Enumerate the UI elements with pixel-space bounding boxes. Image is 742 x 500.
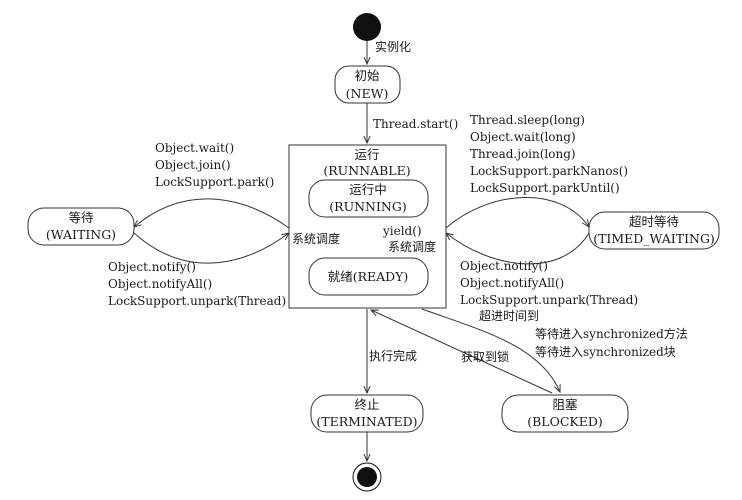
label-from-waiting-2: Object.notifyAll() — [108, 277, 212, 291]
node-timed-waiting: 超时等待 (TIMED_WAITING) — [588, 211, 720, 250]
label-to-blocked-1: 等待进入synchronized方法 — [535, 326, 688, 341]
label-from-timed-waiting-3: LockSupport.unpark(Thread) — [460, 293, 638, 307]
node-timed-waiting-line2: (TIMED_WAITING) — [593, 231, 715, 246]
label-to-timed-waiting-1: Thread.sleep(long) — [470, 113, 585, 127]
label-schedule-right: 系统调度 — [388, 239, 436, 254]
node-terminated: 终止 (TERMINATED) — [310, 394, 424, 433]
label-from-timed-waiting-2: Object.notifyAll() — [460, 276, 564, 290]
node-terminated-line1: 终止 — [354, 397, 379, 412]
label-to-waiting-1: Object.wait() — [155, 141, 234, 155]
node-waiting-line2: (WAITING) — [46, 227, 116, 242]
label-to-timed-waiting-3: Thread.join(long) — [470, 147, 576, 161]
label-from-timed-waiting-1: Object.notify() — [460, 259, 548, 273]
initial-state-dot — [353, 13, 381, 41]
edge-runnable-to-timed-waiting — [445, 197, 589, 229]
label-from-waiting-3: LockSupport.unpark(Thread) — [108, 294, 286, 308]
label-from-waiting-1: Object.notify() — [108, 260, 196, 274]
node-blocked: 阻塞 (BLOCKED) — [501, 394, 629, 433]
node-waiting-line1: 等待 — [68, 210, 94, 225]
edge-timed-waiting-to-runnable — [446, 233, 590, 265]
node-timed-waiting-line1: 超时等待 — [629, 214, 680, 229]
label-finish: 执行完成 — [369, 348, 417, 363]
node-new-line2: (NEW) — [346, 86, 389, 101]
edge-runnable-to-blocked — [421, 308, 560, 392]
edge-waiting-to-runnable — [133, 233, 289, 264]
label-to-waiting-3: LockSupport.park() — [155, 175, 274, 189]
label-to-waiting-2: Object.join() — [155, 158, 231, 172]
label-thread-start: Thread.start() — [373, 117, 458, 131]
node-running — [308, 179, 429, 218]
label-to-timed-waiting-4: LockSupport.parkNanos() — [470, 164, 628, 178]
node-running-line2: (RUNNING) — [329, 199, 406, 214]
label-to-blocked-2: 等待进入synchronized块 — [535, 345, 676, 359]
edge-runnable-to-waiting — [134, 198, 290, 229]
node-blocked-line1: 阻塞 — [552, 397, 578, 412]
node-runnable-line2: (RUNNABLE) — [323, 163, 410, 178]
label-schedule-left: 系统调度 — [292, 231, 340, 246]
node-terminated-line2: (TERMINATED) — [316, 414, 417, 429]
edge-blocked-to-runnable — [371, 310, 553, 394]
label-to-timed-waiting-5: LockSupport.parkUntil() — [470, 181, 620, 195]
label-to-timed-waiting-2: Object.wait(long) — [470, 130, 576, 144]
label-yield: yield() — [382, 224, 422, 238]
label-acquire-lock: 获取到锁 — [461, 349, 509, 364]
final-state — [352, 462, 382, 492]
node-runnable: 运行 (RUNNABLE) 运行中 (RUNNING) 就绪(READY) — [288, 144, 447, 309]
node-waiting: 等待 (WAITING) — [27, 207, 135, 246]
node-runnable-line1: 运行 — [354, 147, 379, 162]
node-ready-line1: 就绪(READY) — [328, 269, 409, 284]
label-from-timed-waiting-4: 超进时间到 — [479, 308, 539, 323]
node-ready — [308, 257, 429, 296]
node-running-line1: 运行中 — [349, 182, 387, 197]
label-instantiate: 实例化 — [375, 39, 411, 54]
node-blocked-line2: (BLOCKED) — [527, 414, 603, 429]
node-new: 初始 (NEW) — [334, 65, 401, 104]
node-new-line1: 初始 — [354, 68, 380, 83]
